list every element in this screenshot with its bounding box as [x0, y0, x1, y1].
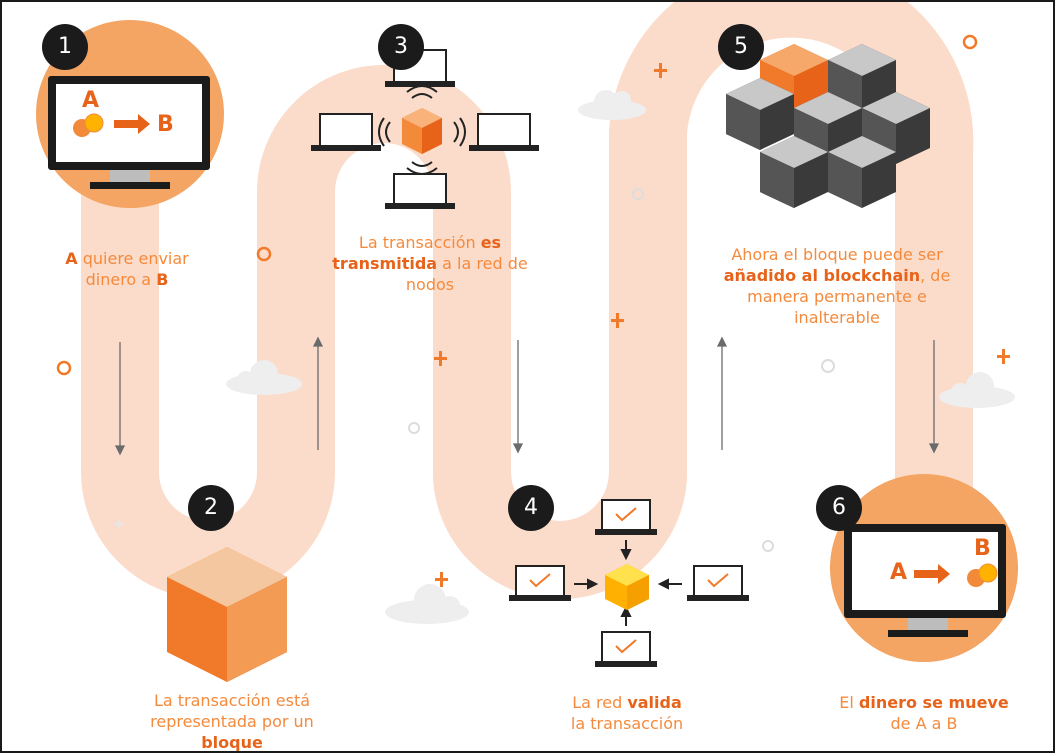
screen6-letter-a: A: [890, 560, 908, 585]
step-6-caption-bold-1: dinero se mueve: [858, 693, 1009, 712]
step-4-caption: La red valida la transacción: [527, 692, 727, 734]
step-4-caption-bold-1: valida: [627, 693, 682, 712]
step-3-badge: 3: [378, 24, 424, 70]
ring-decorations: [56, 34, 978, 552]
direction-arrows: [114, 336, 940, 456]
sender-monitor-illustration: [36, 20, 224, 208]
step-4-caption-text-2: la transacción: [570, 714, 684, 733]
step-5-caption: Ahora el bloque puede ser añadido al blo…: [692, 244, 982, 328]
transaction-block-illustration: [167, 547, 287, 682]
step-4-caption-text-1: La red: [572, 693, 628, 712]
screen1-letter-a: A: [82, 88, 100, 113]
step-6-caption: El dinero se mueve de A a B: [824, 692, 1024, 734]
step-5-caption-text-3: manera permanente e: [747, 287, 927, 306]
step-5-badge: 5: [718, 24, 764, 70]
step-2-caption: La transacción está representada por un …: [112, 690, 352, 752]
step-1-caption-bold-a: A: [65, 249, 78, 268]
step-1-caption-text-1: quiere enviar: [77, 249, 189, 268]
step-1-badge: 1: [42, 24, 88, 70]
step-2-caption-text-1: La transacción está: [153, 691, 311, 710]
step-3-caption-bold-1: es: [480, 233, 502, 252]
step-5-caption-text-1: Ahora el bloque puede ser: [731, 245, 943, 264]
step-3-caption: La transacción es transmitida a la red d…: [320, 232, 540, 295]
screen1-letter-b: B: [157, 112, 174, 137]
network-broadcast-illustration: [311, 49, 539, 209]
step-2-caption-bold-1: bloque: [201, 733, 263, 752]
step-1-caption-bold-b: B: [156, 270, 169, 289]
receiver-monitor-illustration: [830, 474, 1018, 662]
step-5-caption-bold-1: añadido al blockchain: [723, 266, 921, 285]
process-path-2: [433, 2, 974, 599]
step-2-badge: 2: [188, 485, 234, 531]
blockchain-stack-illustration: [726, 44, 930, 208]
step-5-caption-text-2: , de: [920, 266, 951, 285]
step-1-caption-text-2: dinero a: [85, 270, 157, 289]
step-3-caption-text-3: nodos: [405, 275, 455, 294]
step-6-caption-text-2: de A a B: [890, 714, 958, 733]
step-3-caption-text-2: a la red de: [437, 254, 528, 273]
plus-decorations: [434, 63, 1010, 587]
step-1-caption: A quiere enviar dinero a B: [32, 248, 222, 290]
step-5-caption-text-4: inalterable: [794, 308, 880, 327]
screen6-letter-b: B: [974, 536, 991, 561]
step-2-caption-text-2: representada por un: [150, 712, 314, 731]
step-3-caption-bold-2: transmitida: [332, 254, 438, 273]
step-6-badge: 6: [816, 485, 862, 531]
validation-network-illustration: [509, 499, 749, 667]
step-4-badge: 4: [508, 485, 554, 531]
cloud-decorations: [226, 90, 1015, 624]
step-6-caption-text-1: El: [839, 693, 859, 712]
step-3-caption-text-1: La transacción: [358, 233, 481, 252]
